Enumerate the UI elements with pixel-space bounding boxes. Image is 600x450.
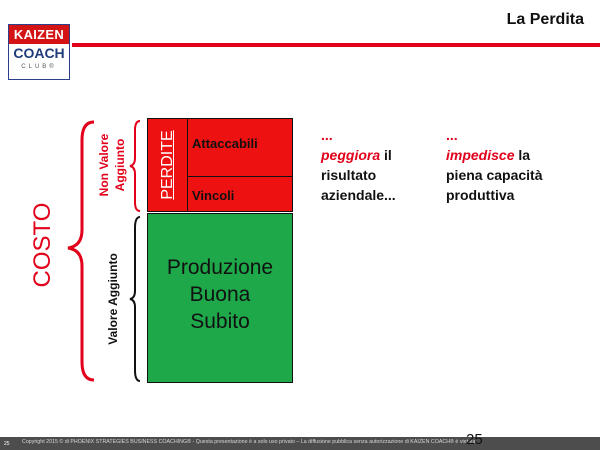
produzione-line-3: Subito — [190, 310, 250, 333]
page-number: 25 — [466, 431, 483, 448]
logo-text-kaizen: KAIZEN — [13, 27, 65, 42]
attaccabili-label: Attaccabili — [192, 136, 258, 151]
impedisce-rest3: produttiva — [446, 187, 515, 203]
attaccabili-vincoli-divider — [187, 176, 292, 177]
impedisce-verb: impedisce — [446, 147, 515, 163]
impedisce-line: impedisce la — [446, 145, 596, 165]
non-valore-aggiunto-label: Non Valore Aggiunto — [97, 133, 127, 197]
impedisce-rest2: piena capacità — [446, 167, 543, 183]
footer-copyright: Copyright 2015 © di PHOENIX STRATEGIES B… — [22, 439, 476, 445]
vincoli-label: Vincoli — [192, 188, 235, 203]
costo-brace-icon — [67, 120, 95, 382]
footer-bar: 25 Copyright 2015 © di PHOENIX STRATEGIE… — [0, 437, 600, 450]
impedisce-dots: ... — [446, 127, 458, 143]
logo-band — [9, 25, 69, 44]
valore-aggiunto-brace-icon — [129, 216, 141, 382]
perdite-label: PERDITE — [159, 130, 176, 200]
peggiora-dots: ... — [321, 127, 333, 143]
costo-label: COSTO — [29, 202, 56, 288]
valore-aggiunto-label: Valore Aggiunto — [106, 253, 120, 345]
slide-title: La Perdita — [506, 11, 584, 28]
peggiora-text: ... peggiora il risultato aziendale... — [321, 125, 431, 205]
logo-text-club: CLUB® — [21, 64, 57, 70]
non-valore-brace-icon — [129, 120, 141, 212]
produzione-text: Produzione Buona Subito — [148, 254, 292, 335]
footer-page-number: 25 — [4, 441, 10, 447]
perdite-divider — [187, 119, 188, 211]
impedisce-text: ... impedisce la piena capacità produtti… — [446, 125, 596, 205]
produzione-block: Produzione Buona Subito — [147, 213, 293, 383]
peggiora-rest3: aziendale... — [321, 187, 396, 203]
kaizen-coach-logo: KAIZEN COACH CLUB® — [8, 24, 70, 80]
produzione-line-2: Buona — [189, 283, 251, 306]
produzione-line-1: Produzione — [166, 256, 274, 279]
peggiora-rest1: il — [380, 147, 392, 163]
logo-text-coach: COACH — [13, 45, 65, 61]
impedisce-rest1: la — [514, 147, 531, 163]
peggiora-rest2: risultato — [321, 167, 377, 183]
perdite-block: PERDITE Attaccabili Vincoli — [147, 118, 293, 212]
peggiora-verb: peggiora — [321, 147, 381, 163]
peggiora-line: peggiora il — [321, 145, 431, 165]
title-divider — [72, 43, 600, 47]
